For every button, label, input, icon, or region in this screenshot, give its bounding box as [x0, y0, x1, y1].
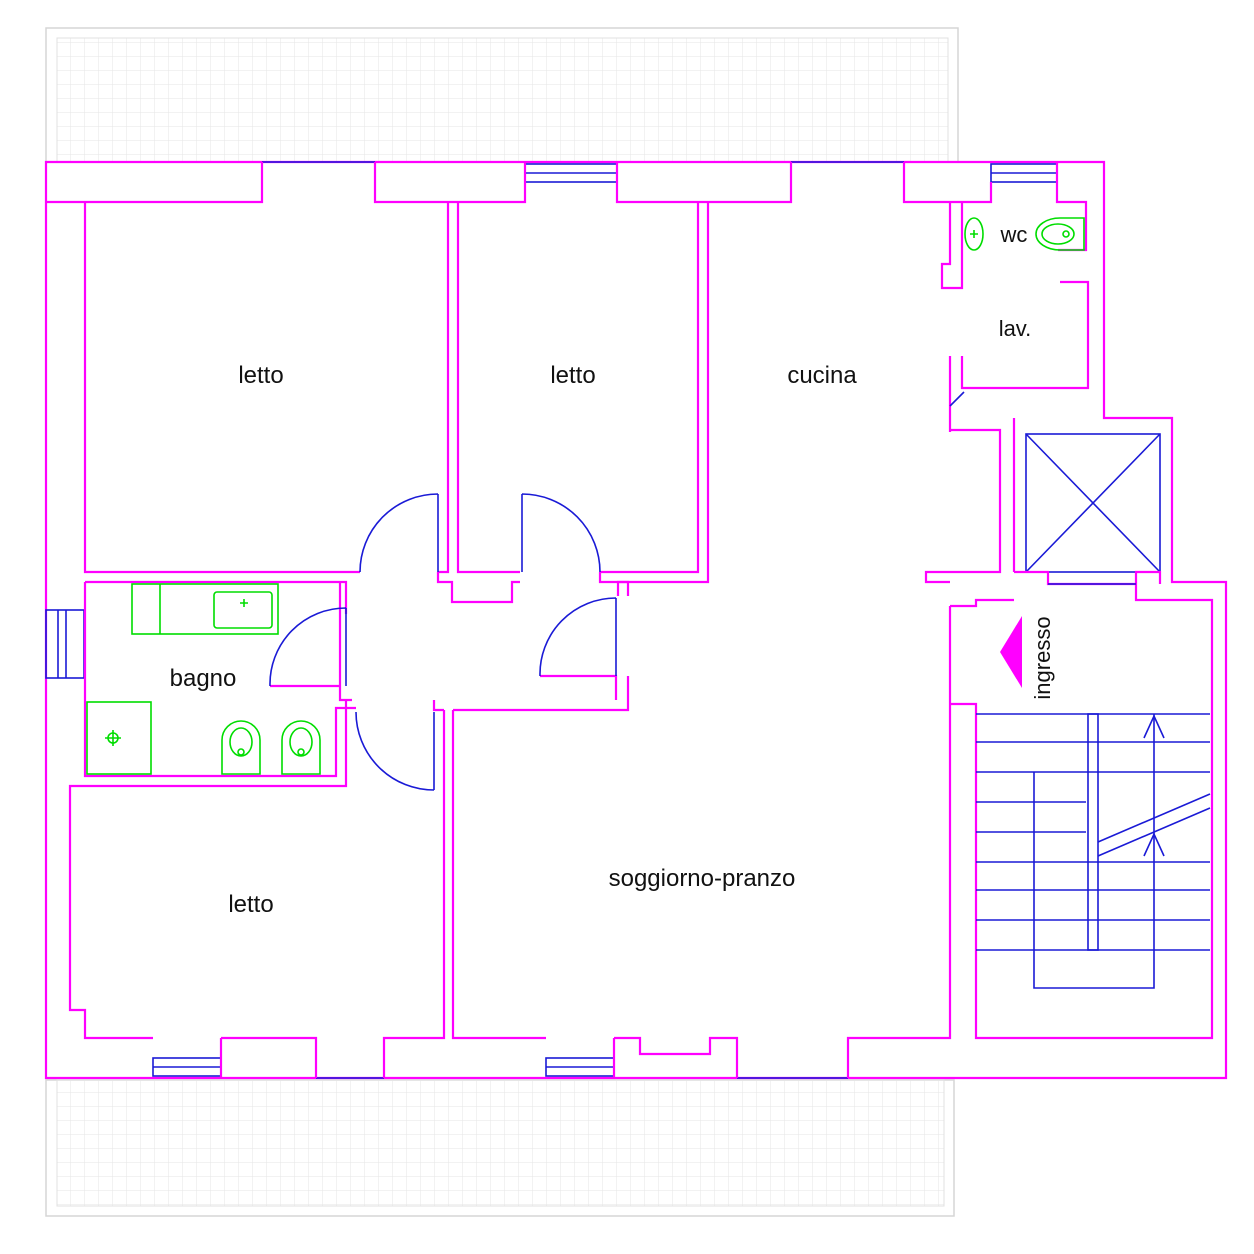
- bathroom-fixtures: [86, 583, 321, 775]
- label-ingresso: ingresso: [1030, 616, 1055, 699]
- corridor-walls: [432, 572, 630, 712]
- terrace-bottom: [45, 1079, 955, 1217]
- label-wc: wc: [1000, 222, 1028, 247]
- label-letto-1: letto: [238, 362, 283, 389]
- label-soggiorno: soggiorno-pranzo: [609, 865, 796, 892]
- label-letto-3: letto: [228, 891, 273, 918]
- bagno-outline: [68, 580, 356, 788]
- left-window: [45, 609, 85, 679]
- label-lav: lav.: [999, 316, 1032, 341]
- top-wall-piers: [46, 162, 1088, 252]
- door-swings: [269, 391, 965, 791]
- terrace-top: [45, 27, 959, 163]
- letto-1-outline: [83, 202, 450, 574]
- label-bagno: bagno: [170, 665, 237, 692]
- staircase: [976, 713, 1211, 989]
- bottom-windows: [152, 1057, 848, 1079]
- label-cucina: cucina: [787, 362, 857, 389]
- wc-fixtures: [964, 217, 1085, 251]
- letto-3-outline: [68, 710, 446, 1078]
- label-letto-2: letto: [550, 362, 595, 389]
- wc-lav-outline: [940, 202, 1090, 432]
- elevator-shaft: [950, 418, 1214, 1040]
- letto-2-outline: [456, 202, 710, 596]
- cucina-right-wall: [924, 428, 1002, 584]
- entrance-arrow-icon: [1000, 616, 1022, 688]
- outer-wall: [44, 160, 1228, 1080]
- soggiorno-outline: [451, 606, 952, 1078]
- top-windows: [262, 161, 1058, 183]
